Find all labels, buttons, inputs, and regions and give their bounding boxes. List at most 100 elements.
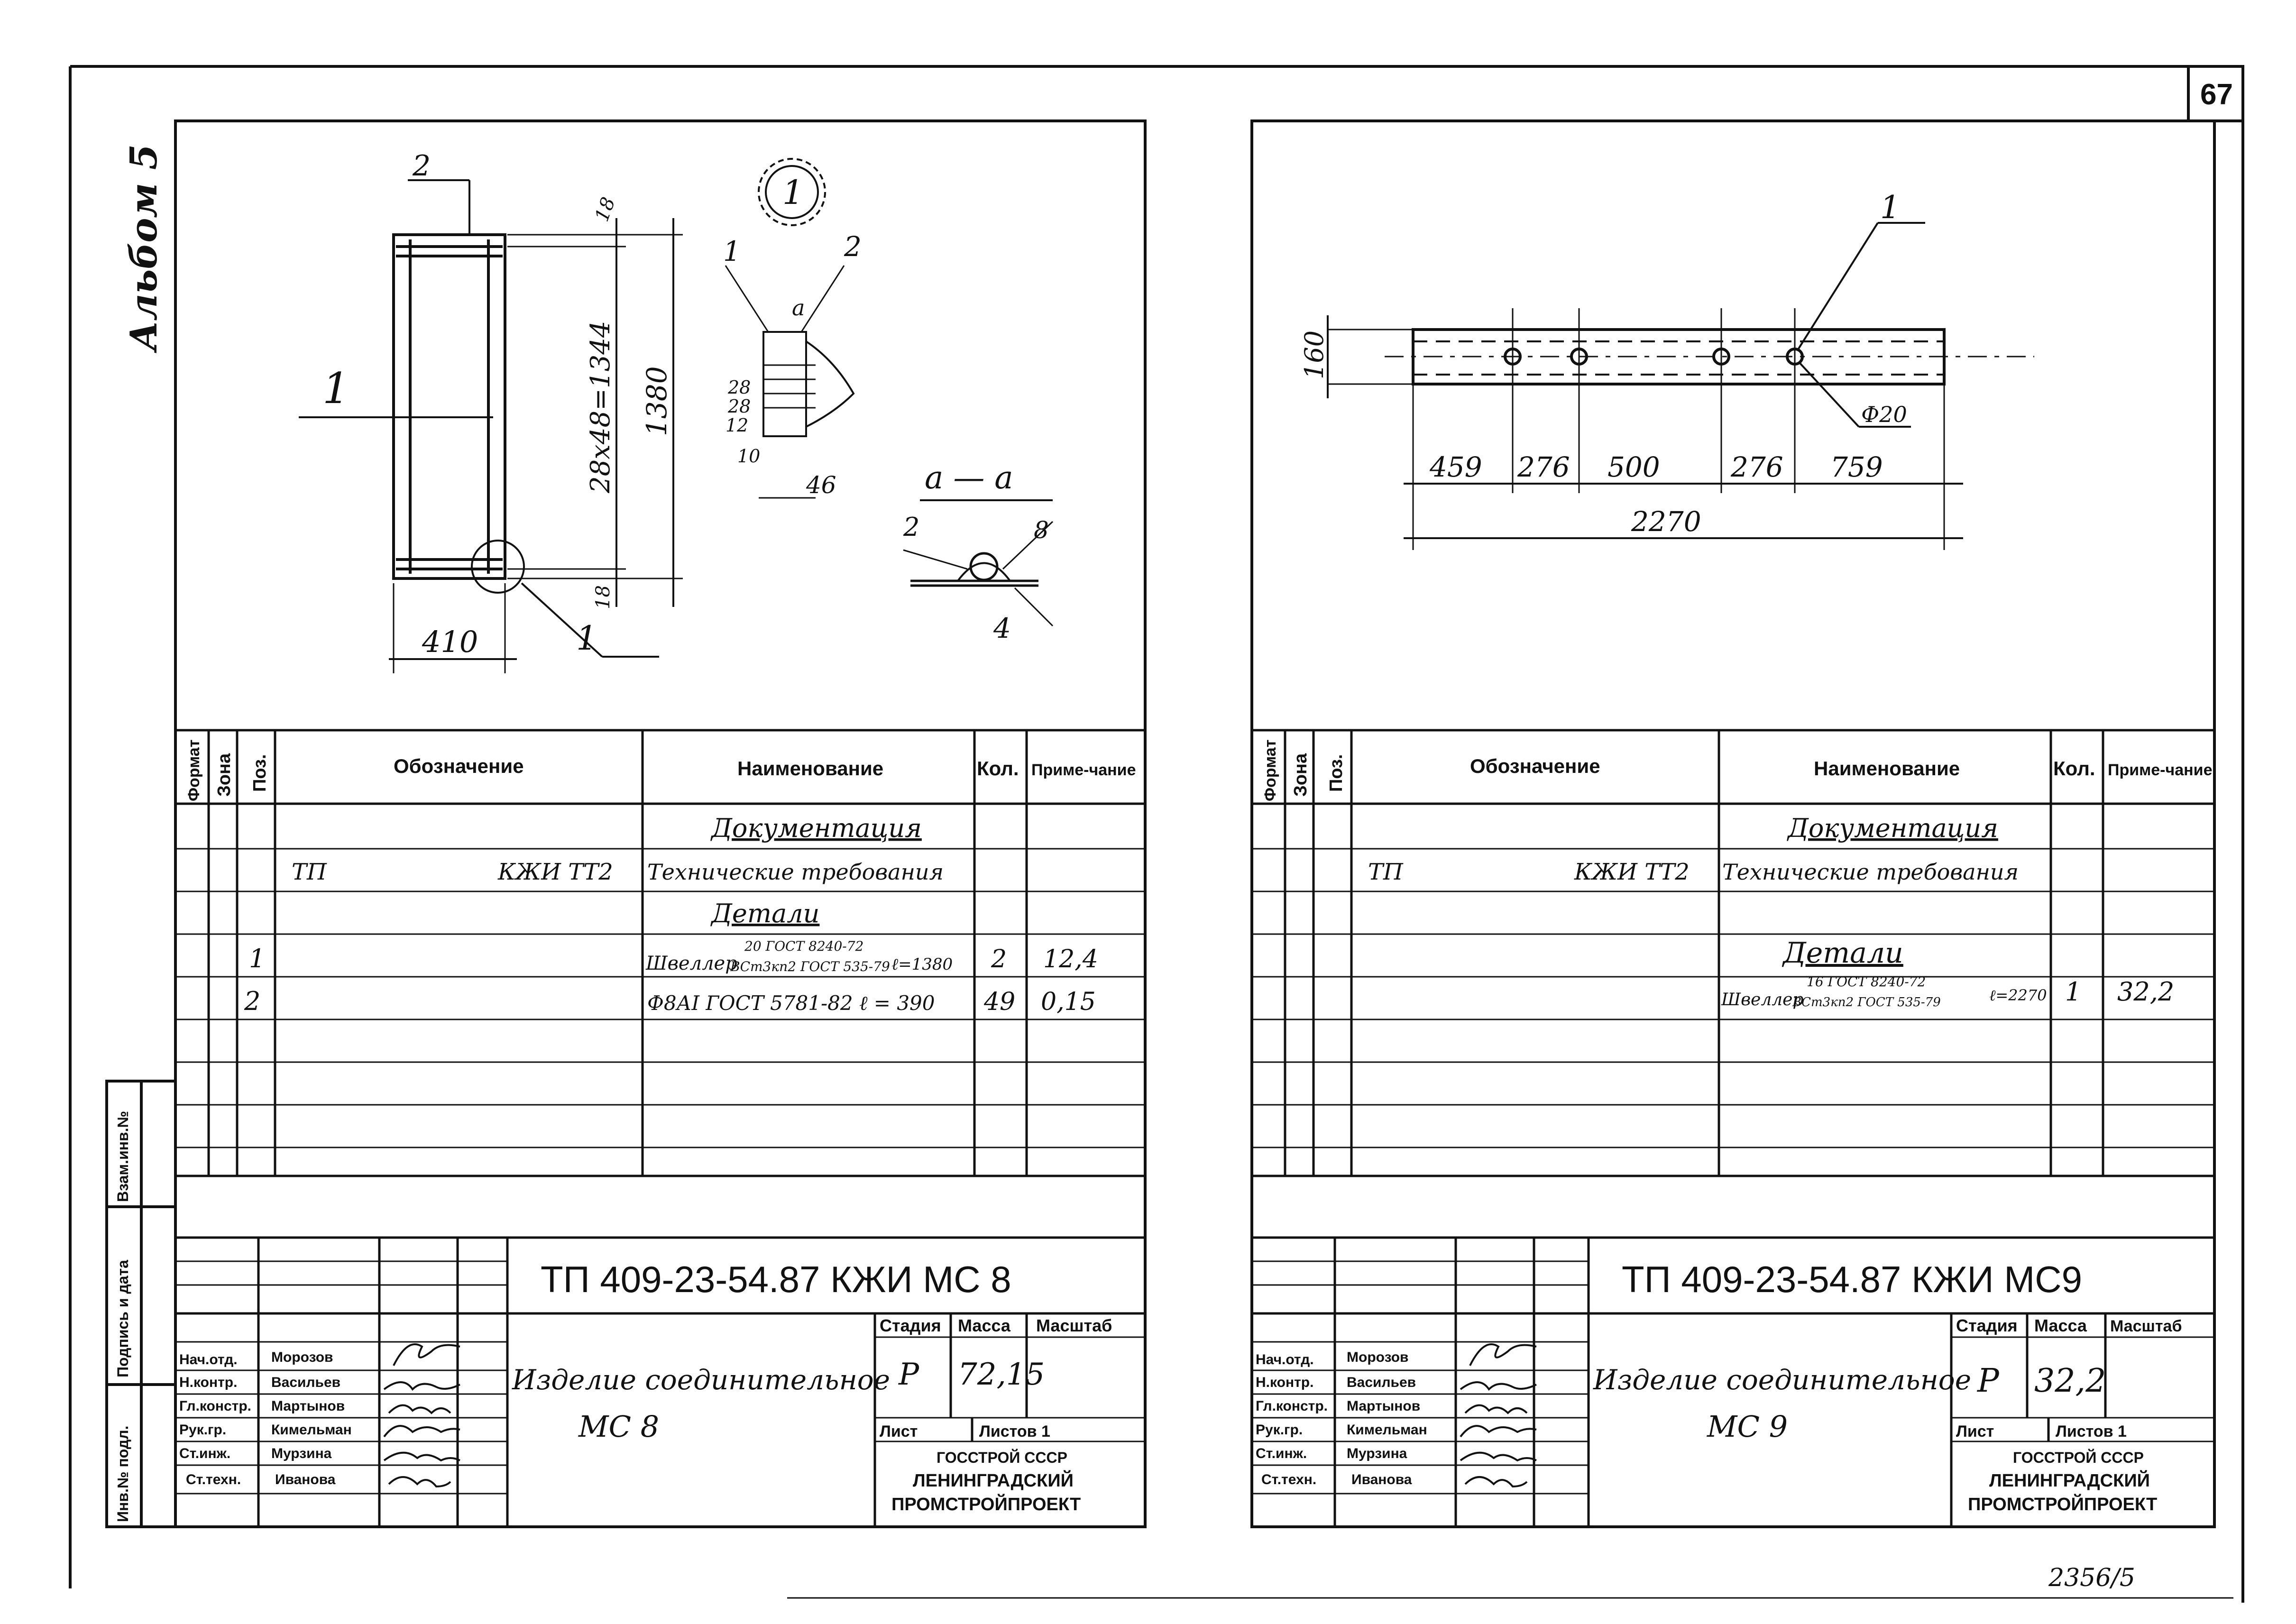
right-hdr-note: Приме-чание: [2108, 761, 2213, 779]
left-row1-note: 12,4: [1043, 945, 1098, 973]
right-stage: Р: [1976, 1362, 2000, 1400]
right-title-code: ТП 409-23-54.87 КЖИ МС9: [1622, 1258, 2082, 1300]
right-doc-name: Технические требования: [1722, 859, 2019, 885]
left-scale-label: Масштаб: [1036, 1316, 1112, 1335]
right-dim-2: 276: [1517, 451, 1570, 483]
left-hdr-name: Наименование: [737, 757, 883, 780]
right-hdr-zone: Зона: [1291, 753, 1311, 797]
weld-4: 4: [993, 612, 1011, 644]
right-hdr-name: Наименование: [1814, 757, 1960, 780]
right-sheet-label: Лист: [1956, 1422, 1994, 1440]
right-doc-prefix: ТП: [1368, 859, 1404, 885]
left-node-callout: 1: [576, 619, 597, 658]
left-hdr-zone: Зона: [214, 753, 234, 797]
left-row2-pos: 2: [244, 986, 260, 1016]
side-label-replace: Взам.инв.№: [114, 1111, 131, 1202]
right-sig-name-1: Морозов: [1347, 1349, 1409, 1365]
right-sig-name-2: Васильев: [1347, 1375, 1416, 1390]
node-pos-1: 1: [723, 235, 741, 267]
right-dim-total: 2270: [1631, 505, 1701, 538]
right-section-docs: Документация: [1787, 813, 1998, 843]
left-hdr-qty: Кол.: [977, 757, 1019, 780]
left-sheets-label: Листов 1: [979, 1422, 1050, 1440]
side-label-sign: Подпись и дата: [114, 1260, 131, 1377]
right-mass: 32,2: [2034, 1362, 2106, 1400]
right-scale-label: Масштаб: [2110, 1317, 2182, 1335]
left-title-name-1: Изделие соединительное: [512, 1364, 890, 1396]
right-row1-note: 32,2: [2117, 977, 2174, 1007]
node-label: 1: [782, 173, 804, 212]
right-sheets-label: Листов 1: [2056, 1422, 2127, 1440]
left-dim-height: 1380: [641, 366, 673, 436]
left-hdr-pos: Поз.: [250, 754, 270, 792]
right-row1-name: Швеллер: [1721, 990, 1804, 1009]
left-row2-name: Ф8АI ГОСТ 5781-82 ℓ = 390: [647, 991, 935, 1015]
left-dim-end-1: 18: [591, 194, 620, 225]
right-row1-name-suffix: ℓ=2270: [1989, 986, 2047, 1004]
right-section-parts: Детали: [1782, 936, 1903, 970]
section-label: а — а: [925, 459, 1013, 496]
right-spec-grid: [1252, 729, 2214, 1177]
right-doc-designation: КЖИ ТТ2: [1574, 859, 1690, 885]
left-row2-note: 0,15: [1041, 988, 1096, 1016]
left-mass: 72,15: [958, 1357, 1045, 1392]
right-dim-1: 459: [1429, 451, 1482, 483]
left-doc-designation: КЖИ ТТ2: [497, 859, 613, 885]
left-section-parts: Детали: [710, 899, 819, 928]
left-row1-name-bottom: ВСт3кп2 ГОСТ 535-79: [730, 959, 890, 974]
side-label-inv: Инв.№ подл.: [114, 1426, 131, 1522]
right-dim-3: 500: [1607, 451, 1660, 483]
right-title-name-1: Изделие соединительное: [1593, 1364, 1971, 1396]
left-sig-role-2: Н.контр.: [179, 1375, 237, 1390]
right-sig-role-5: Ст.инж.: [1256, 1446, 1307, 1461]
left-row1-name-top: 20 ГОСТ 8240-72: [744, 938, 863, 954]
left-hdr-format: Формат: [185, 740, 203, 801]
right-sig-name-6: Иванова: [1351, 1472, 1412, 1487]
right-sig-role-6: Ст.техн.: [1261, 1472, 1316, 1487]
left-sig-name-1: Морозов: [271, 1349, 333, 1365]
left-row2-qty: 49: [983, 988, 1015, 1016]
left-row1-name: Швеллер: [645, 953, 737, 974]
left-doc-name: Технические требования: [647, 859, 944, 885]
left-sheet-label: Лист: [880, 1422, 918, 1440]
right-hole-label: Ф20: [1861, 402, 1907, 427]
right-hdr-pos: Поз.: [1326, 754, 1346, 792]
left-sig-role-1: Нач.отд.: [179, 1352, 238, 1367]
left-row1-pos: 1: [249, 944, 265, 973]
left-dim-width: 410: [422, 624, 478, 659]
right-org-2: ЛЕНИНГРАДСКИЙ: [1989, 1469, 2150, 1491]
right-dim-4: 276: [1730, 451, 1783, 483]
node-dim-4: 10: [737, 446, 760, 467]
right-dim-5: 759: [1830, 451, 1883, 483]
album-label: Альбом 5: [122, 144, 165, 353]
left-spec-grid: [175, 729, 1145, 1177]
right-row1-name-bottom: ВСт3кп2 ГОСТ 535-79: [1792, 995, 1941, 1009]
left-sig-role-3: Гл.констр.: [179, 1398, 251, 1414]
left-org-1: ГОССТРОЙ СССР: [937, 1449, 1067, 1466]
left-channel-drawing: [299, 158, 1054, 673]
left-sig-name-4: Кимельман: [271, 1422, 352, 1438]
right-channel-drawing: [1327, 222, 2034, 550]
right-mass-label: Масса: [2034, 1316, 2087, 1335]
node-pos-2: 2: [844, 230, 862, 263]
left-pos-2: 2: [412, 149, 431, 183]
left-mass-label: Масса: [958, 1316, 1011, 1335]
left-sig-role-4: Рук.гр.: [179, 1422, 226, 1438]
left-row1-name-suffix: ℓ=1380: [891, 955, 953, 974]
right-sig-role-2: Н.контр.: [1256, 1375, 1313, 1390]
left-hdr-designation: Обозначение: [394, 755, 524, 777]
left-org-2: ЛЕНИНГРАДСКИЙ: [913, 1469, 1074, 1491]
page-number: 67: [2200, 78, 2233, 111]
right-row1-qty: 1: [2065, 977, 2081, 1007]
right-title-grid: [1252, 1236, 2214, 1527]
section-pos: 2: [903, 512, 919, 542]
left-sig-name-3: Мартынов: [271, 1398, 345, 1414]
left-sig-name-5: Мурзина: [271, 1446, 332, 1461]
left-dim-spacing: 28х48=1344: [585, 321, 616, 494]
left-sig-role-6: Ст.техн.: [186, 1472, 241, 1487]
left-doc-prefix: ТП: [292, 859, 327, 885]
right-hdr-qty: Кол.: [2053, 757, 2095, 780]
right-org-1: ГОССТРОЙ СССР: [2013, 1449, 2144, 1466]
right-org-3: ПРОМСТРОЙПРОЕКТ: [1968, 1493, 2157, 1514]
handwritten-signatures: [383, 1343, 1537, 1488]
